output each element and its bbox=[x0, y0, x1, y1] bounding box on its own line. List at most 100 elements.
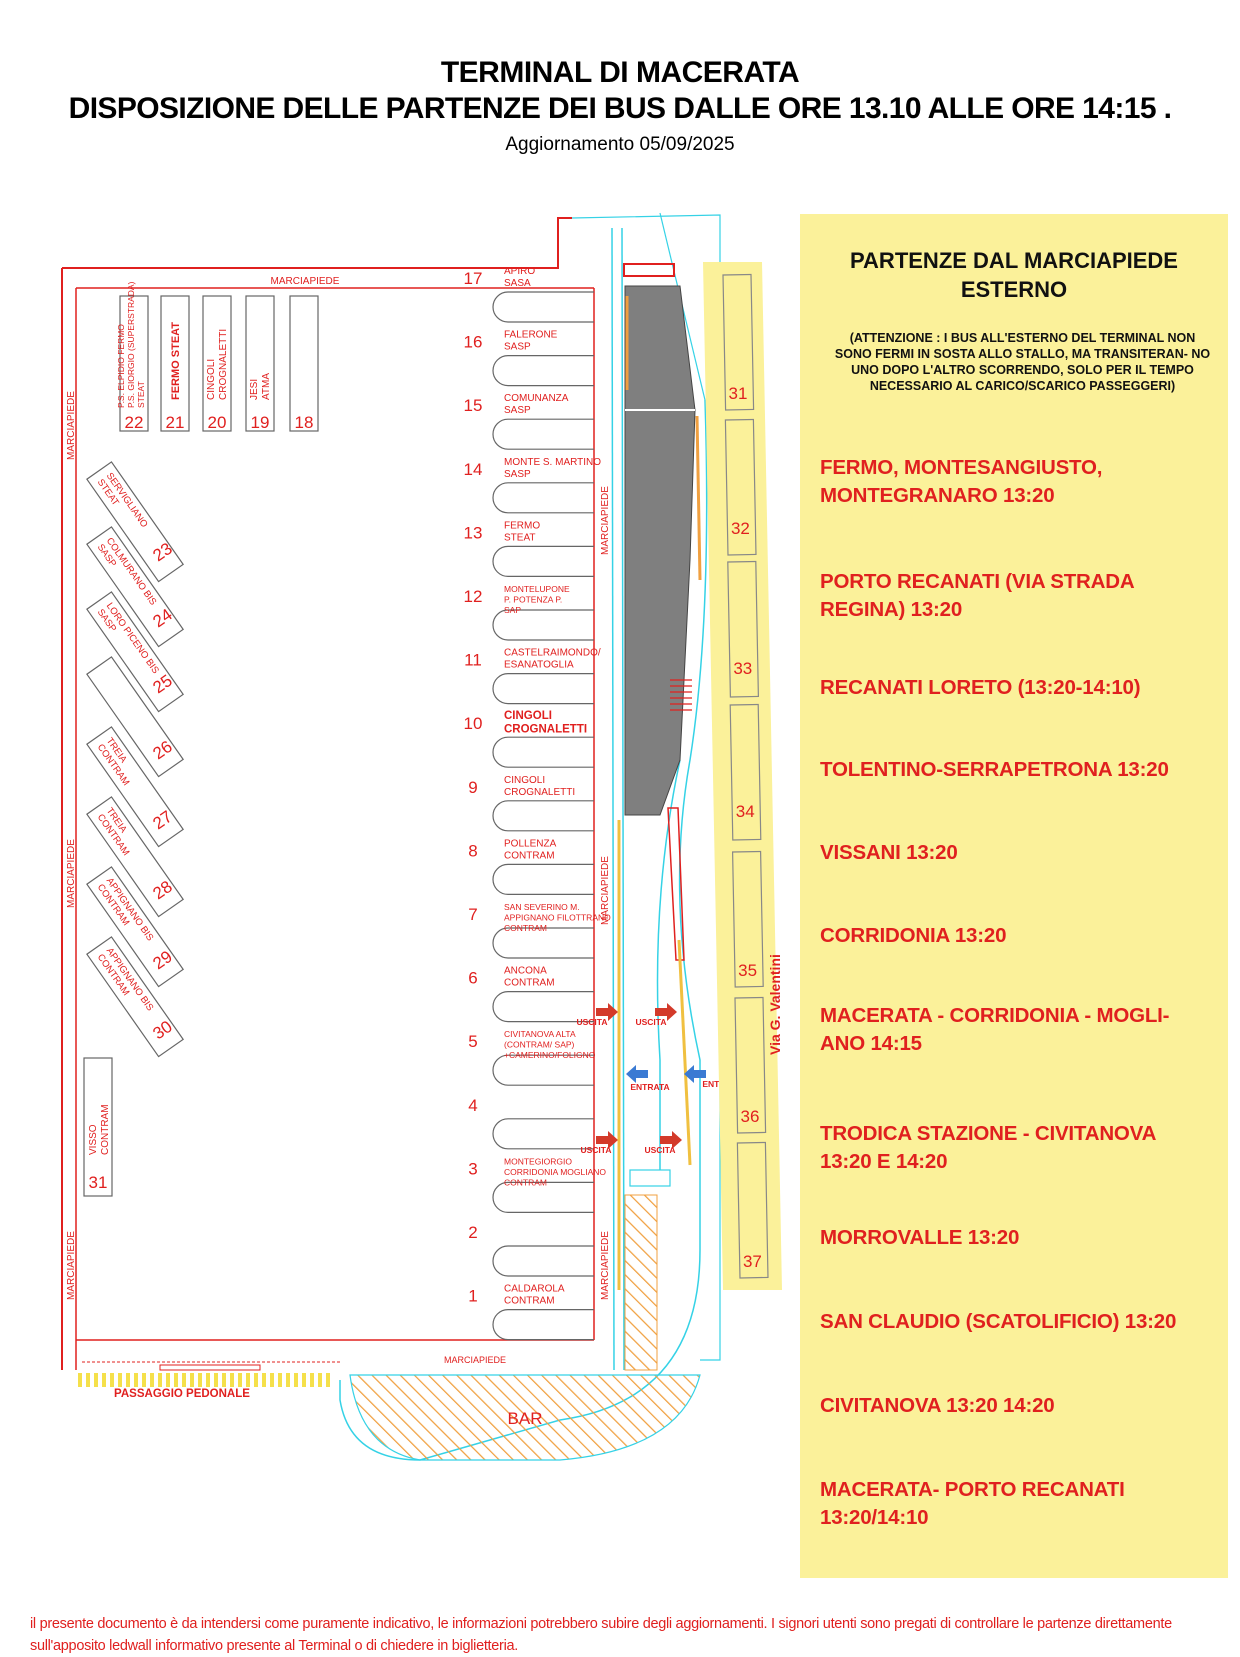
svg-text:CROGNALETTI: CROGNALETTI bbox=[218, 329, 229, 400]
departure-item: FERMO, MONTESANGIUSTO,MONTEGRANARO 13:20 bbox=[820, 456, 1103, 507]
bay-stall-number: 8 bbox=[468, 841, 477, 860]
hatch-strip bbox=[624, 1194, 658, 1371]
bay-stall-number: 7 bbox=[468, 905, 477, 924]
uscita-arrow-4 bbox=[660, 1131, 682, 1149]
bay-stall-4: 4 bbox=[468, 1096, 594, 1150]
svg-text:VISSO: VISSO bbox=[88, 1124, 99, 1155]
bay-stall-number: 9 bbox=[468, 778, 477, 797]
bay-stall-label: SASP bbox=[504, 405, 531, 416]
outer-stall-37: 37 bbox=[736, 1141, 769, 1279]
bay-stall-label: FALERONE bbox=[504, 330, 558, 341]
svg-text:18: 18 bbox=[295, 413, 314, 432]
bay-stall-label: POLLENZA bbox=[504, 838, 557, 849]
bay-stall-label: P. POTENZA P. bbox=[504, 595, 562, 605]
outer-yellow-strip bbox=[703, 262, 782, 1290]
lane-curve-inner bbox=[656, 759, 681, 1170]
bay-stall-number: 2 bbox=[468, 1223, 477, 1242]
bay-stall-label: SAN SEVERINO M. bbox=[504, 902, 580, 912]
bay-stall-number: 14 bbox=[464, 460, 483, 479]
bay-stall-label: MONTELUPONE bbox=[504, 584, 570, 594]
bay-stall-label: CROGNALETTI bbox=[504, 787, 575, 798]
svg-text:ATMA: ATMA bbox=[261, 373, 272, 400]
svg-text:26: 26 bbox=[149, 737, 175, 763]
bay-stall-2: 2 bbox=[468, 1223, 594, 1277]
svg-text:31: 31 bbox=[729, 384, 748, 403]
marciapiede-bottom-label: MARCIAPIEDE bbox=[444, 1355, 506, 1365]
svg-text:CINGOLI: CINGOLI bbox=[206, 359, 217, 400]
top-stall-20: CINGOLI CROGNALETTI 20 bbox=[202, 295, 232, 432]
svg-text:36: 36 bbox=[741, 1107, 760, 1126]
gate-markers: USCITA USCITA ENTRATA ENTRATA USCITA USC… bbox=[576, 1003, 742, 1155]
svg-text:USCITA: USCITA bbox=[576, 1017, 607, 1027]
svg-text:21: 21 bbox=[166, 413, 185, 432]
top-stall-22: P.S. ELPIDIO FERMO P.S. GIORGIO (SUPERST… bbox=[116, 281, 149, 432]
bay-stall-label: +CAMERINO/FOLIGNO bbox=[504, 1050, 596, 1060]
diag-stall-25: LORO PICENO BIS SASP bbox=[86, 591, 185, 713]
svg-text:USCITA: USCITA bbox=[580, 1145, 611, 1155]
uscita-arrow-3 bbox=[596, 1131, 618, 1149]
outer-stall-35: 35 bbox=[731, 850, 764, 988]
bay-stall-number: 15 bbox=[464, 396, 483, 415]
stair-lines bbox=[670, 679, 692, 711]
entrata-arrow-2 bbox=[684, 1065, 706, 1083]
top-stall-21: FERMO STEAT 21 bbox=[160, 295, 190, 432]
outer-stall-34: 34 bbox=[729, 703, 762, 841]
svg-text:34: 34 bbox=[736, 802, 755, 821]
bay-stall-number: 4 bbox=[468, 1096, 477, 1115]
departure-item: CORRIDONIA 13:20 bbox=[820, 924, 1007, 947]
svg-text:31: 31 bbox=[89, 1173, 108, 1192]
bottom-red-block bbox=[159, 1364, 261, 1371]
visso-stall-31: VISSO CONTRAM 31 bbox=[83, 1057, 113, 1197]
lane-line-1 bbox=[611, 227, 615, 1371]
diag-stall-23: SERVIGLIANO STEAT bbox=[86, 461, 185, 583]
marciapiede-left-label-1: MARCIAPIEDE bbox=[66, 391, 77, 460]
bay-stall-label: CASTELRAIMONDO/ bbox=[504, 648, 601, 659]
outer-stall-36: 36 bbox=[734, 996, 767, 1134]
marciapiede-bay-label-3: MARCIAPIEDE bbox=[600, 1231, 611, 1300]
panel-title: PARTENZE DAL MARCIAPIEDE ESTERNO bbox=[850, 248, 1178, 302]
departure-item: SAN CLAUDIO (SCATOLIFICIO) 13:20 bbox=[820, 1310, 1177, 1333]
red-booth bbox=[623, 263, 675, 277]
bay-stall-label: STEAT bbox=[504, 532, 535, 543]
svg-text:FERMO STEAT: FERMO STEAT bbox=[170, 322, 182, 400]
svg-text:24: 24 bbox=[149, 605, 175, 631]
bay-stall-label: CINGOLI bbox=[504, 710, 552, 722]
departure-item: TOLENTINO-SERRAPETRONA 13:20 bbox=[820, 758, 1169, 781]
bay-stall-label: MONTE S. MARTINO bbox=[504, 457, 601, 468]
svg-text:P.S. GIORGIO (SUPERSTRADA): P.S. GIORGIO (SUPERSTRADA) bbox=[126, 281, 136, 408]
svg-text:30: 30 bbox=[149, 1017, 175, 1043]
terminal-outer-boundary bbox=[62, 217, 572, 269]
bay-stall-label: CROGNALETTI bbox=[504, 724, 587, 736]
svg-text:COLMURANO BIS: COLMURANO BIS bbox=[104, 536, 159, 608]
bay-stall-label: SAP bbox=[504, 605, 521, 615]
outer-stall-31: 31 bbox=[722, 273, 755, 411]
update-date: Aggiornamento 05/09/2025 bbox=[505, 134, 735, 155]
page-title: TERMINAL DI MACERATA bbox=[440, 56, 800, 89]
bay-stall-number: 6 bbox=[468, 969, 477, 988]
marciapiede-left-label-3: MARCIAPIEDE bbox=[66, 1231, 77, 1300]
outer-stall-32: 32 bbox=[724, 418, 757, 556]
svg-text:22: 22 bbox=[125, 413, 144, 432]
bay-stall-label: SASA bbox=[504, 278, 531, 289]
departure-item: RECANATI LORETO (13:20-14:10) bbox=[820, 676, 1141, 699]
bay-stall-label: CONTRAM bbox=[504, 978, 555, 989]
marciapiede-bay-label-1: MARCIAPIEDE bbox=[600, 486, 611, 555]
entrata-arrow-1 bbox=[626, 1065, 648, 1083]
bay-stall-number: 16 bbox=[464, 333, 483, 352]
bay-stall-number: 17 bbox=[464, 269, 483, 288]
platform-orange-edge bbox=[695, 415, 702, 581]
